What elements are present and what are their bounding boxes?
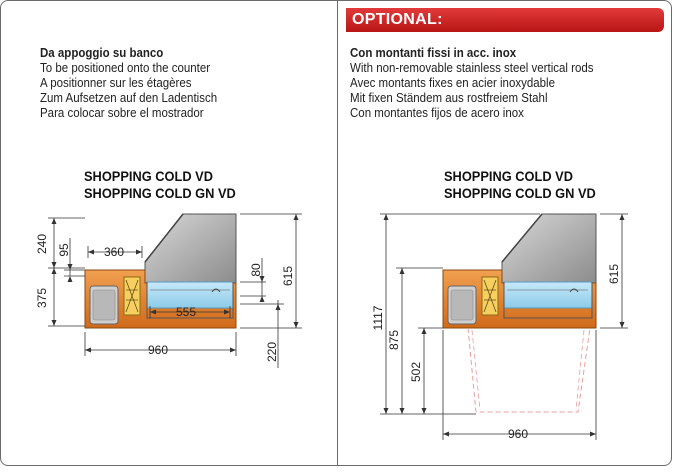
right-model-names: SHOPPING COLD VD SHOPPING COLD GN VD: [444, 168, 596, 202]
left-model-names: SHOPPING COLD VD SHOPPING COLD GN VD: [84, 168, 236, 202]
dim-360: 360: [104, 245, 124, 259]
right-model-gn-vd: SHOPPING COLD GN VD: [444, 186, 596, 201]
right-desc-line-fr: Avec montants fixes en acier inoxydable: [350, 76, 555, 90]
right-description: Con montanti fissi in acc. inox With non…: [350, 46, 594, 121]
right-cabinet-drawing: [442, 213, 597, 413]
dim-240: 240: [35, 234, 49, 254]
left-desc-line-fr: A positionner sur les étagères: [40, 76, 192, 90]
dim-615-right: 615: [607, 264, 621, 284]
dim-375: 375: [35, 288, 49, 308]
left-model-vd: SHOPPING COLD VD: [84, 169, 213, 184]
right-desc-line-es: Con montantes fijos de acero inox: [350, 106, 524, 120]
dim-95: 95: [57, 243, 71, 257]
left-cabinet-drawing: [84, 213, 237, 329]
dim-220: 220: [265, 342, 279, 362]
dim-875: 875: [387, 330, 401, 350]
right-model-vd: SHOPPING COLD VD: [444, 169, 573, 184]
left-description: Da appoggio su banco To be positioned on…: [40, 46, 217, 121]
left-dimension-lines: [48, 213, 302, 368]
dim-960-left: 960: [148, 343, 168, 357]
dim-615: 615: [281, 266, 295, 286]
left-model-gn-vd: SHOPPING COLD GN VD: [84, 186, 236, 201]
dim-502: 502: [409, 362, 423, 382]
panel-divider: [337, 1, 338, 465]
left-desc-line-de: Zum Aufsetzen auf den Ladentisch: [40, 91, 218, 105]
left-desc-line-es: Para colocar sobre el mostrador: [40, 106, 204, 120]
right-desc-line-it: Con montanti fissi in acc. inox: [350, 46, 517, 60]
right-dimension-lines: [380, 213, 628, 440]
dim-960-right: 960: [508, 427, 528, 441]
left-desc-line-it: Da appoggio su banco: [40, 46, 164, 60]
dim-1117: 1117: [371, 305, 385, 330]
dim-80: 80: [249, 263, 263, 277]
right-desc-line-de: Mit fixen Ständem aus rostfreiem Stahl: [350, 91, 548, 105]
left-dimension-arrows: [51, 214, 299, 353]
right-desc-line-en: With non-removable stainless steel verti…: [350, 61, 594, 75]
left-desc-line-en: To be positioned onto the counter: [40, 61, 211, 75]
dim-555: 555: [176, 305, 196, 319]
optional-tab: OPTIONAL:: [346, 8, 664, 32]
